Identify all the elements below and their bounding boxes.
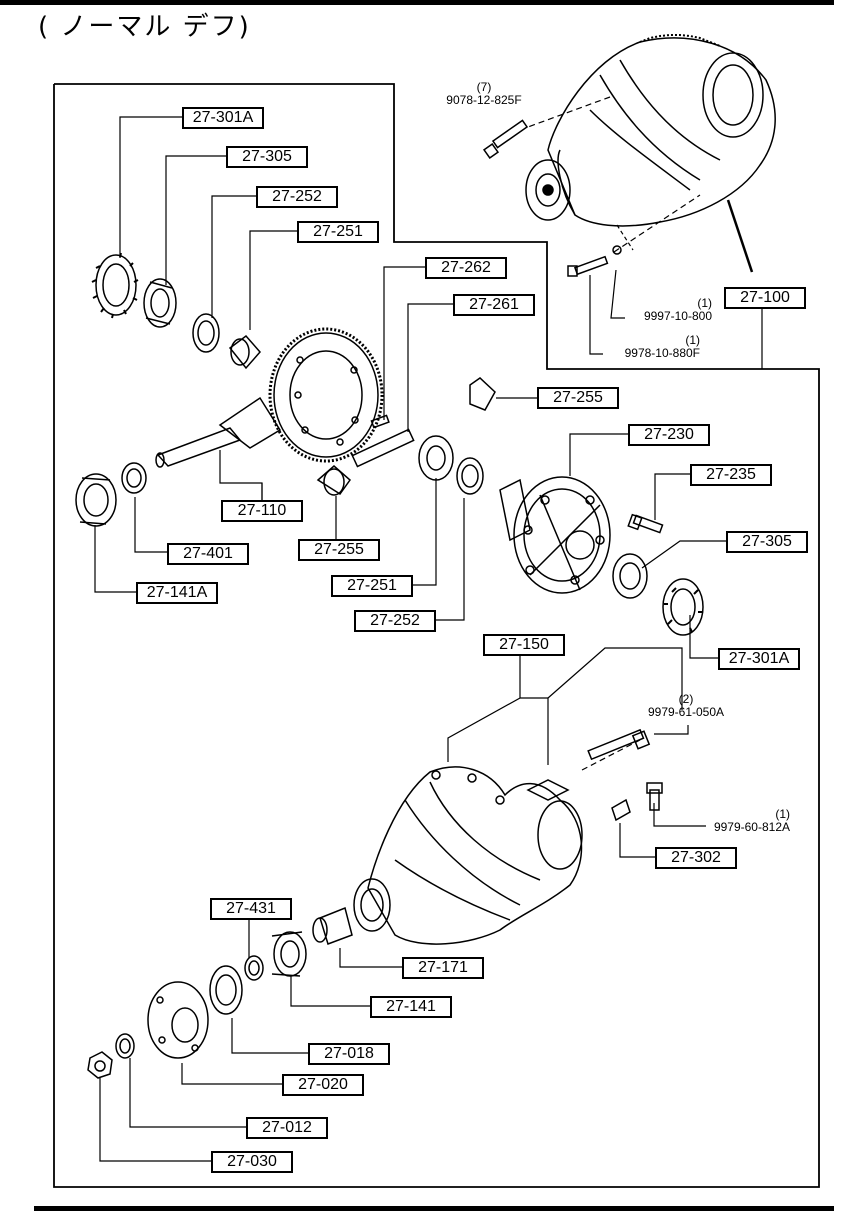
pinion-side-parts	[87, 906, 353, 1079]
assembly-frame	[53, 83, 820, 1188]
part-number-9979-61-050a[interactable]: (2) 9979-61-050A	[636, 693, 736, 719]
pinion-bearings	[75, 462, 147, 527]
carrier-assembly	[353, 766, 583, 945]
label-27-230[interactable]: 27-230	[628, 424, 710, 446]
differential-carrier-housing	[525, 34, 776, 227]
part-qty: (7)	[476, 80, 492, 94]
drive-pinion	[155, 396, 282, 468]
part-code: 9997-10-800	[643, 309, 712, 323]
part-code: 9979-61-050A	[647, 705, 725, 719]
bottom-border	[34, 1206, 834, 1211]
label-27-252-top[interactable]: 27-252	[256, 186, 338, 208]
label-27-141a[interactable]: 27-141A	[136, 582, 218, 604]
part-qty: (1)	[697, 296, 712, 310]
label-27-018[interactable]: 27-018	[308, 1043, 390, 1065]
side-gears	[316, 377, 496, 496]
differential-case	[499, 476, 611, 594]
left-bearing-set	[91, 252, 261, 370]
part-code: 9978-10-880F	[624, 346, 700, 360]
pinion-shaft	[351, 414, 415, 468]
label-27-305-right[interactable]: 27-305	[726, 531, 808, 553]
label-27-171[interactable]: 27-171	[402, 957, 484, 979]
label-27-141[interactable]: 27-141	[370, 996, 452, 1018]
label-27-251-low[interactable]: 27-251	[331, 575, 413, 597]
part-number-9997-10-800[interactable]: (1) 9997-10-800	[622, 297, 712, 323]
part-code: 9979-60-812A	[713, 820, 790, 834]
part-qty: (2)	[678, 692, 694, 706]
label-27-030[interactable]: 27-030	[211, 1151, 293, 1173]
lower-bolts	[587, 728, 663, 822]
part-number-9978-10-880f[interactable]: (1) 9978-10-880F	[600, 334, 700, 360]
top-border	[0, 0, 834, 5]
label-27-252-low[interactable]: 27-252	[354, 610, 436, 632]
right-bearing-set	[612, 553, 704, 636]
label-27-100[interactable]: 27-100	[724, 287, 806, 309]
label-27-301a-top[interactable]: 27-301A	[182, 107, 264, 129]
label-27-020[interactable]: 27-020	[282, 1074, 364, 1096]
part-qty: (1)	[775, 807, 790, 821]
page-title: ( ノーマル デフ)	[38, 12, 251, 42]
label-27-305-top[interactable]: 27-305	[226, 146, 308, 168]
housing-bolts	[482, 119, 622, 277]
part-number-9979-60-812a[interactable]: (1) 9979-60-812A	[690, 808, 790, 834]
label-27-401[interactable]: 27-401	[167, 543, 249, 565]
label-27-110[interactable]: 27-110	[221, 500, 303, 522]
label-27-255-low[interactable]: 27-255	[298, 539, 380, 561]
part-qty: (1)	[685, 333, 700, 347]
label-27-261[interactable]: 27-261	[453, 294, 535, 316]
label-27-255-right[interactable]: 27-255	[537, 387, 619, 409]
label-27-262[interactable]: 27-262	[425, 257, 507, 279]
label-27-251-top[interactable]: 27-251	[297, 221, 379, 243]
case-bolt	[627, 513, 664, 534]
label-27-302[interactable]: 27-302	[655, 847, 737, 869]
label-27-431[interactable]: 27-431	[210, 898, 292, 920]
label-27-150[interactable]: 27-150	[483, 634, 565, 656]
ring-gear	[268, 327, 384, 463]
label-27-301a-right[interactable]: 27-301A	[718, 648, 800, 670]
label-27-235[interactable]: 27-235	[690, 464, 772, 486]
part-code: 9078-12-825F	[446, 93, 522, 107]
label-27-012[interactable]: 27-012	[246, 1117, 328, 1139]
part-number-9078-12-825f[interactable]: (7) 9078-12-825F	[430, 81, 538, 107]
